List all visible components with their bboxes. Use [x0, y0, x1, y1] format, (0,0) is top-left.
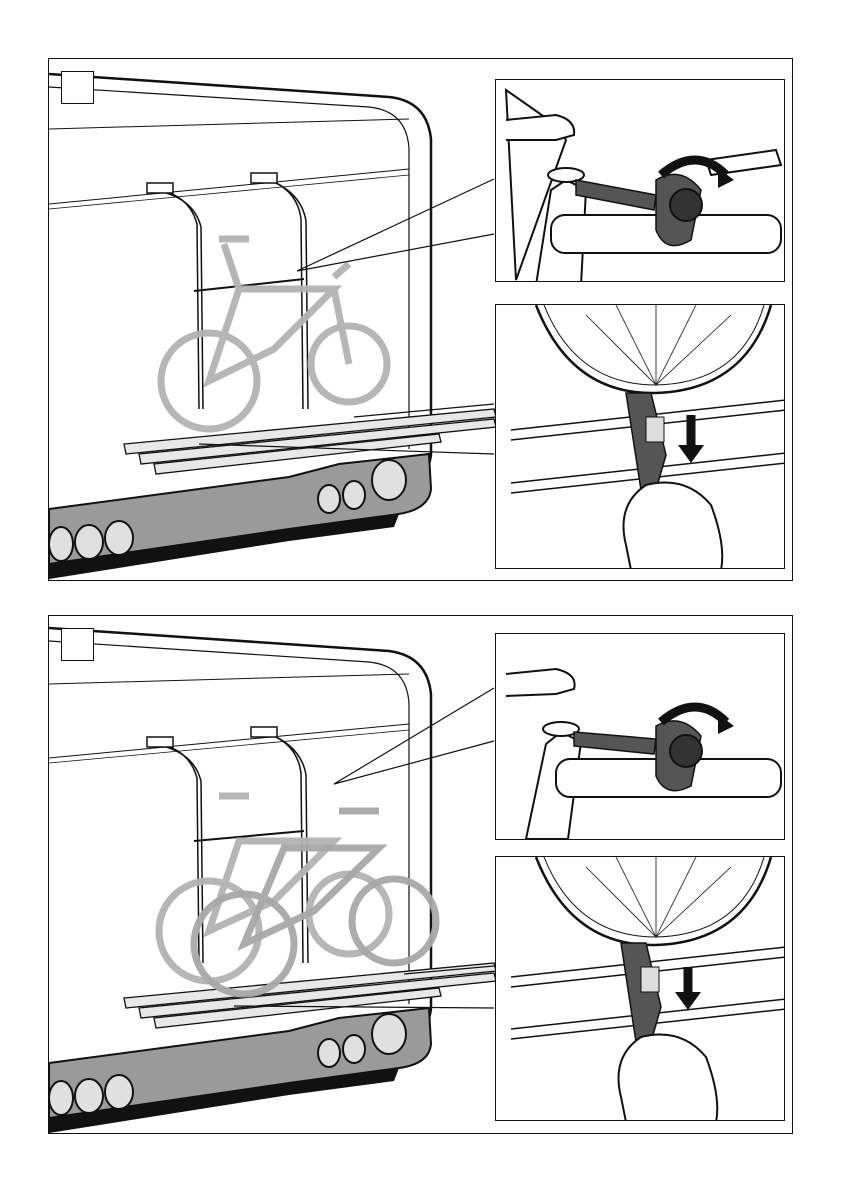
holder-arm [576, 180, 656, 210]
illustration-panel-1 [48, 58, 793, 581]
detail-wheel-strap [495, 304, 785, 569]
detail-frame-holder-knob [495, 79, 785, 282]
hand-icon [624, 483, 723, 570]
illustration-panel-2 [48, 615, 793, 1134]
wheel-strap-illustration [496, 857, 785, 1121]
hand-icon [619, 1035, 718, 1122]
holder-arm [574, 732, 656, 754]
detail-frame-holder-knob [495, 633, 785, 840]
step-number-box [61, 71, 94, 104]
frame-holder-illustration [496, 80, 785, 282]
wheel-strap-illustration [496, 305, 785, 569]
rotate-arrow-icon [661, 707, 726, 722]
bicycle-silhouette [161, 239, 387, 429]
tightening-knob-icon [670, 189, 702, 221]
detail-wheel-strap [495, 856, 785, 1121]
tightening-knob-icon [670, 735, 702, 767]
step-number-box [61, 628, 94, 661]
frame-holder-illustration [496, 634, 785, 840]
